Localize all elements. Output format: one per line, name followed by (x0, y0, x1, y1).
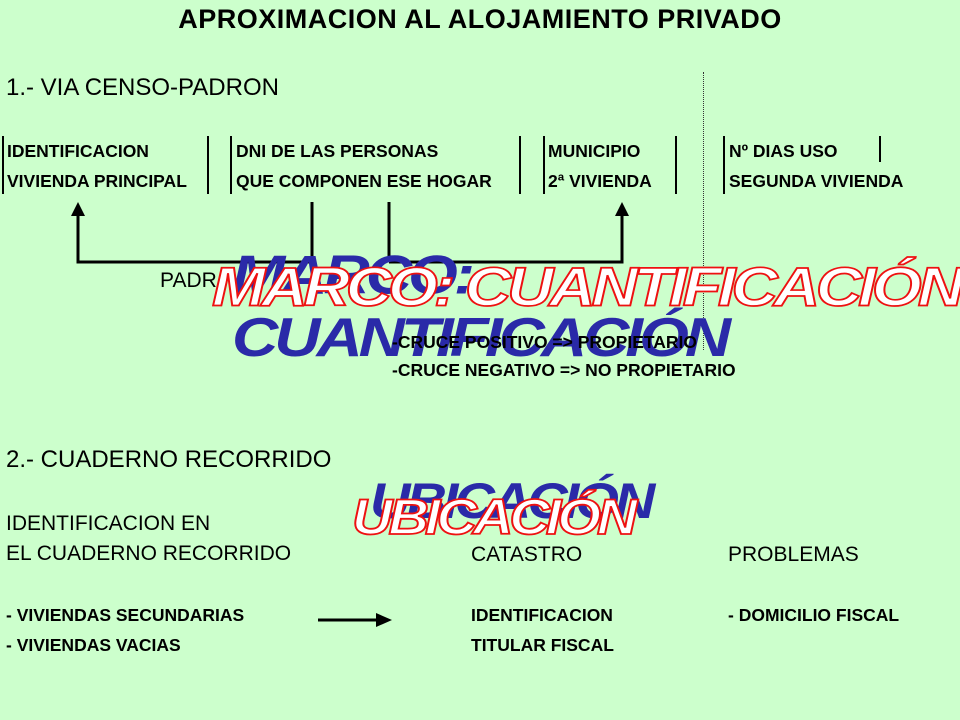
box-border (2, 136, 4, 194)
box-line: SEGUNDA VIVIENDA (729, 171, 904, 191)
box-line: IDENTIFICACION (7, 141, 149, 161)
cruce-positivo: -CRUCE POSITIVO => PROPIETARIO (392, 332, 698, 352)
list-item: TITULAR FISCAL (471, 635, 614, 655)
list-item: - VIVIENDAS SECUNDARIAS (6, 605, 245, 625)
identificacion-cuaderno: IDENTIFICACION EN EL CUADERNO RECORRIDO (6, 509, 291, 569)
text-line: IDENTIFICACION EN (6, 512, 211, 535)
text-line: EL CUADERNO RECORRIDO (6, 542, 292, 565)
connector-line (76, 212, 312, 264)
section1-heading: 1.- VIA CENSO-PADRON (6, 74, 279, 101)
catastro-header: CATASTRO (471, 543, 583, 566)
wordart-ubicacion: UBICACIÓN (351, 487, 638, 545)
page-title: APROXIMACION AL ALOJAMIENTO PRIVADO (178, 4, 782, 34)
box-line: DNI DE LAS PERSONAS (236, 141, 439, 161)
box-identificacion: IDENTIFICACION VIVIENDA PRINCIPAL (7, 136, 187, 196)
wordart-shadow: MARCO: CUANTIFICACIÓN (232, 243, 731, 369)
box-border (207, 136, 209, 194)
box-line: Nº DIAS USO (729, 141, 838, 161)
box-line: VIVIENDA PRINCIPAL (7, 171, 187, 191)
connector-line (389, 212, 624, 264)
list-item: - VIVIENDAS VACIAS (6, 635, 181, 655)
box-border (675, 136, 677, 194)
connector-label: PADR (160, 269, 217, 292)
problemas-header: PROBLEMAS (728, 543, 859, 566)
box-line: MUNICIPIO (548, 141, 641, 161)
wordart-shadow: UBICACIÓN (370, 472, 655, 529)
box-border (879, 136, 881, 162)
box-dias-uso: Nº DIAS USO SEGUNDA VIVIENDA (729, 136, 903, 196)
right-arrow-icon (376, 613, 392, 627)
dotted-divider (703, 72, 704, 350)
problema-item: - DOMICILIO FISCAL (728, 605, 900, 625)
box-dni: DNI DE LAS PERSONAS QUE COMPONEN ESE HOG… (236, 136, 492, 196)
catastro-list: IDENTIFICACION TITULAR FISCAL (471, 600, 614, 660)
cruce-negativo: -CRUCE NEGATIVO => NO PROPIETARIO (392, 360, 736, 380)
up-arrow-icon (71, 202, 85, 216)
box-municipio: MUNICIPIO 2ª VIVIENDA (548, 136, 652, 196)
list-item: IDENTIFICACION (471, 605, 613, 625)
box-line: 2ª VIVIENDA (548, 171, 652, 191)
up-arrow-icon (615, 202, 629, 216)
box-border (723, 136, 725, 194)
box-border (543, 136, 545, 194)
section2-heading: 2.- CUADERNO RECORRIDO (6, 446, 332, 473)
box-line: QUE COMPONEN ESE HOGAR (236, 171, 492, 191)
box-border (230, 136, 232, 194)
viviendas-list: - VIVIENDAS SECUNDARIAS - VIVIENDAS VACI… (6, 600, 244, 660)
wordart-marco-cuantificacion: MARCO: CUANTIFICACIÓN (211, 256, 960, 319)
box-border (519, 136, 521, 194)
